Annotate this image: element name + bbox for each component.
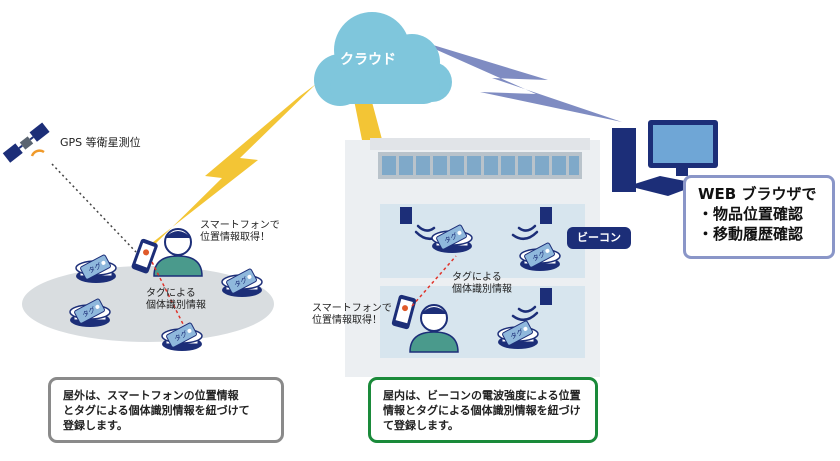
web-browser-box: WEB ブラウザで ・物品位置確認 ・移動履歴確認 [683, 175, 835, 259]
outdoor-smartphone-icon [131, 238, 158, 274]
outdoor-spool-tag-icon: タグ [221, 268, 263, 297]
cloud-to-outdoor-lightning [148, 84, 316, 249]
computer-icon [612, 120, 718, 196]
cloud-icon [314, 12, 452, 106]
indoor-phone-label: スマートフォンで 位置情報取得！ [312, 303, 392, 326]
indoor-description-box: 屋内は、ビーコンの電波強度による位置 情報とタグによる個体識別情報を紐づけ て登… [368, 377, 598, 443]
web-item-history: ・移動履歴確認 [698, 225, 804, 243]
indoor-spool-tag-icon: タグ [519, 242, 561, 271]
gps-label: GPS 等衛星測位 [60, 136, 141, 149]
web-title: WEB ブラウザで [698, 185, 817, 203]
satellite-icon [2, 122, 50, 163]
outdoor-spool-tag-icon: タグ [161, 322, 203, 351]
outdoor-spool-tag-icon: タグ [75, 254, 117, 283]
outdoor-description-box: 屋外は、スマートフォンの位置情報 とタグによる個体識別情報を紐づけて 登録します… [48, 377, 284, 443]
indoor-spool-tag-icon: タグ [431, 224, 473, 253]
beacon-label: ビーコン [567, 227, 631, 249]
outdoor-tag-link [151, 261, 187, 331]
cloud-to-web-lightning [410, 38, 622, 122]
indoor-smartphone-icon [391, 294, 417, 330]
indoor-tag-label: タグによる 個体識別情報 [452, 272, 512, 295]
outdoor-phone-label: スマートフォンで 位置情報取得！ [200, 220, 280, 243]
outdoor-person-icon [153, 228, 203, 277]
gps-signal-line [51, 163, 137, 253]
outdoor-tag-label: タグによる 個体識別情報 [146, 288, 206, 311]
building [345, 138, 600, 377]
indoor-tag-link [411, 255, 457, 307]
cloud-label: クラウド [340, 52, 396, 68]
indoor-person-icon [409, 304, 459, 353]
beacon-icons [400, 207, 552, 305]
indoor-spool-tag-icon: タグ [497, 320, 539, 349]
web-item-location: ・物品位置確認 [698, 205, 804, 223]
outdoor-spool-tag-icon: タグ [69, 298, 111, 327]
